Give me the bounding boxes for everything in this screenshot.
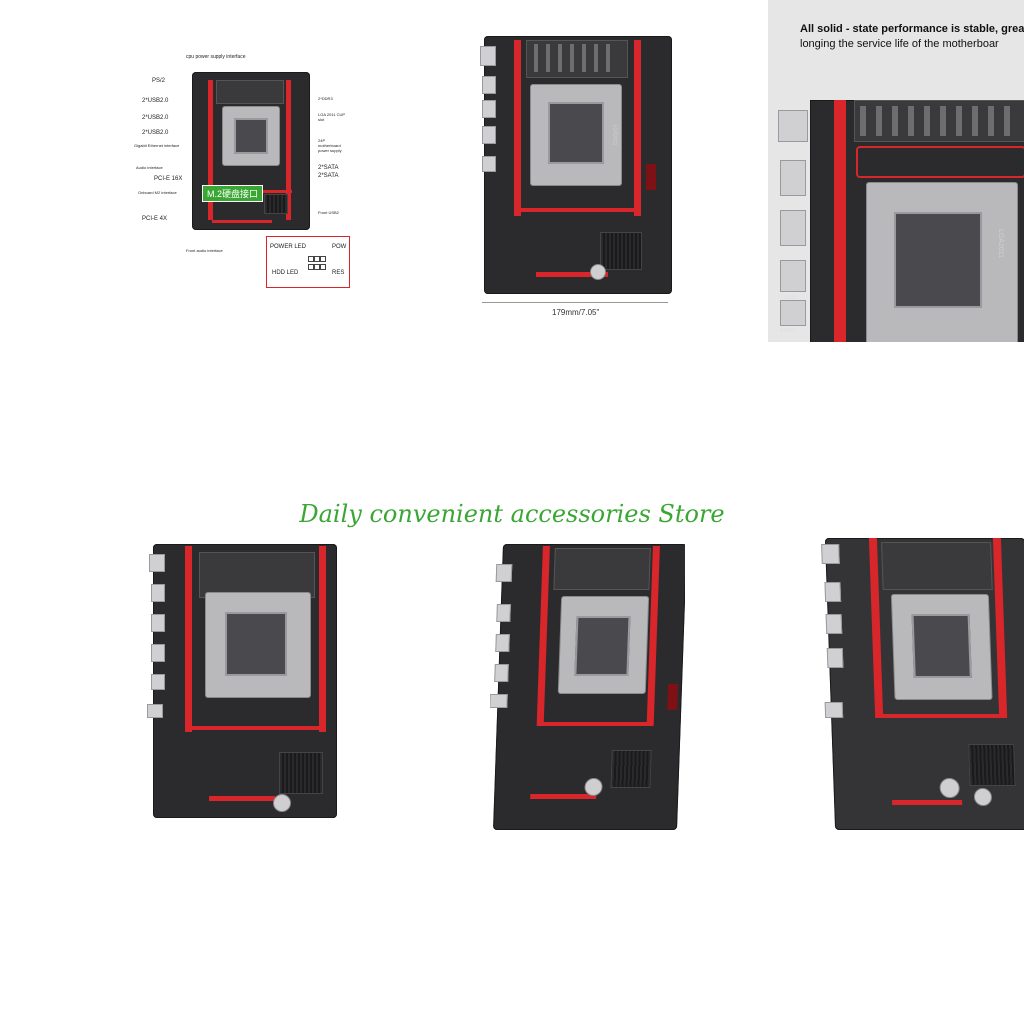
usb-label: USB3	[784, 295, 798, 301]
right-label-0: 2*DDR3	[318, 96, 333, 101]
left-label-7: Onboard M2 interface	[138, 190, 177, 195]
diagram-tile: cpu power supply interface M.2硬盘接口 PS/2 …	[120, 40, 350, 300]
board-photo-4	[145, 540, 345, 825]
left-label-3: 2*USB2.0	[142, 130, 169, 136]
audio-label: AUDIO	[780, 328, 796, 334]
right-label-4: 2*SATA	[318, 173, 339, 179]
right-label-5: Front USB2	[318, 210, 339, 215]
socket-label-3: LGA2011	[997, 228, 1005, 259]
diagram-board	[192, 72, 310, 230]
front-audio-label: Front audio interface	[186, 248, 223, 253]
right-label-2: 24P motherboard power supply	[318, 138, 342, 153]
left-label-2: 2*USB2.0	[142, 115, 169, 121]
socket-label-2: LGA2011	[611, 124, 618, 146]
left-label-8: PCI-E 4X	[142, 216, 168, 222]
right-label-3: 2*SATA	[318, 165, 339, 171]
dimension-label: 179mm/7.05"	[552, 308, 600, 317]
cpu-power-label: cpu power supply interface	[186, 54, 246, 60]
left-label-5: Audio interface	[136, 165, 163, 170]
promo-text: All solid - state performance is stable,…	[800, 22, 1024, 52]
board-photo-2: LGA2011	[480, 36, 672, 294]
left-label-0: PS/2	[152, 78, 166, 84]
board-photo-6	[820, 530, 1024, 835]
promo-board-closeup: USB3 AUDIO LGA2011	[770, 100, 1024, 342]
left-label-4: Gigabit Ethernet interface	[134, 143, 180, 148]
promo-line-1: All solid - state performance is stable,…	[800, 23, 1024, 35]
m2-interface-tag: M.2硬盘接口	[202, 185, 264, 202]
left-label-1: 2*USB2.0	[142, 98, 169, 104]
promo-line-2: longing the service life of the motherbo…	[800, 38, 999, 50]
board-photo-5	[490, 540, 685, 832]
store-banner: Daily convenient accessories Store	[299, 500, 725, 528]
led-label-pow: POW	[332, 244, 347, 250]
led-label-res: RES	[332, 270, 345, 276]
led-label-hdd: HDD LED	[272, 270, 299, 276]
right-label-1: LGA 2011 CUP slot	[318, 112, 345, 122]
left-label-6: PCI-E 16X	[154, 176, 183, 182]
board-dimension-tile: LGA2011 179mm/7.05"	[470, 30, 680, 330]
dimension-line	[482, 302, 668, 303]
led-header-box	[266, 236, 350, 288]
led-label-power: POWER LED	[270, 244, 307, 250]
